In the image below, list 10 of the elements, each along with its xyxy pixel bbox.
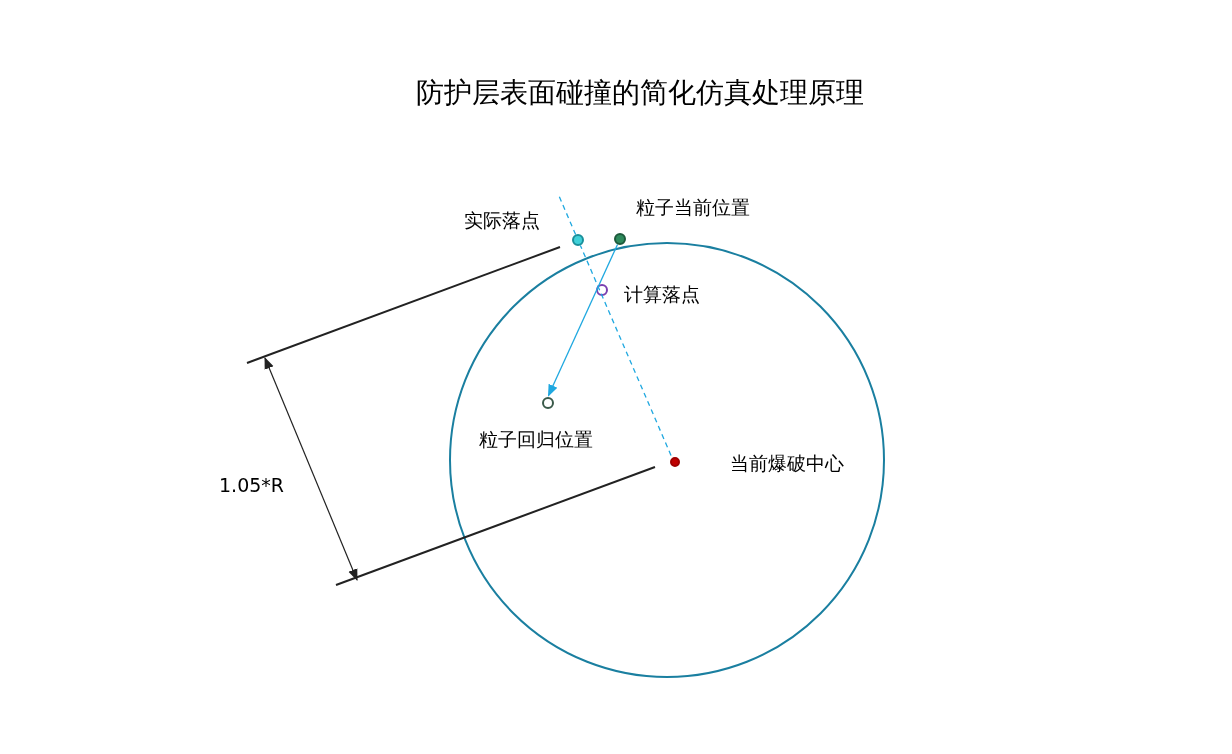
point-label: 粒子当前位置: [636, 195, 750, 220]
point-label: 粒子回归位置: [479, 427, 593, 452]
circle-outline: [449, 242, 885, 678]
diagram-title: 防护层表面碰撞的简化仿真处理原理: [415, 75, 865, 111]
point-label: 计算落点: [624, 282, 700, 307]
arrow: [547, 243, 619, 397]
point-label: 实际落点: [464, 208, 540, 233]
dimension-label: 1.05*R: [219, 474, 284, 496]
dashed-line: [579, 244, 672, 457]
point-label: 当前爆破中心: [730, 451, 844, 476]
